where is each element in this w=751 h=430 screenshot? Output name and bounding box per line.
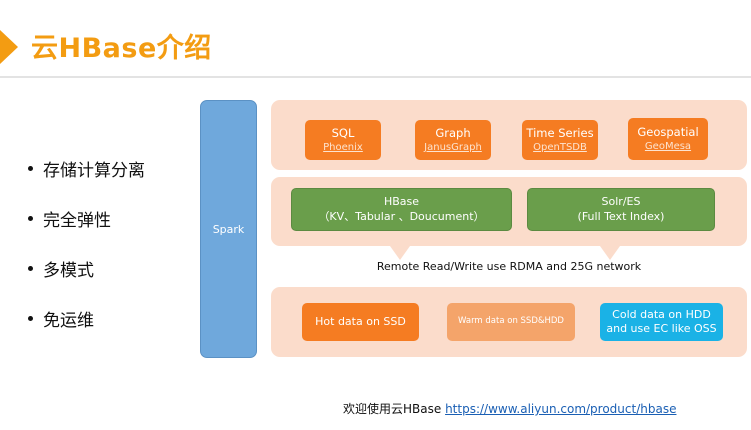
bullet-text: 完全弹性 xyxy=(43,210,111,231)
hot-data-box: Hot data on SSD xyxy=(302,303,419,341)
bullet-text: 存储计算分离 xyxy=(43,160,145,181)
geomesa-label: GeoMesa xyxy=(644,140,692,152)
graph-box: Graph JanusGraph xyxy=(415,120,491,160)
geospatial-box: Geospatial GeoMesa xyxy=(628,118,708,160)
graph-label: Graph xyxy=(435,126,471,141)
bullet-dot-icon xyxy=(28,165,33,171)
hot-data-label: Hot data on SSD xyxy=(315,314,406,328)
footer-text: 欢迎使用云HBase xyxy=(343,402,446,416)
janusgraph-label: JanusGraph xyxy=(424,141,482,153)
hbase-models-label: （KV、Tabular 、Doucument） xyxy=(318,209,485,223)
sql-box: SQL Phoenix xyxy=(305,120,381,160)
spark-block: Spark xyxy=(200,100,257,358)
footer: 欢迎使用云HBase https://www.aliyun.com/produc… xyxy=(343,400,676,417)
cold-data-box: Cold data on HDD and use EC like OSS xyxy=(600,303,723,341)
bullet-dot-icon xyxy=(28,265,33,271)
bullet-text: 多模式 xyxy=(43,260,94,281)
title-arrow-icon xyxy=(0,30,18,64)
geospatial-label: Geospatial xyxy=(637,125,699,140)
hbase-label: HBase xyxy=(383,195,420,209)
bullet-item: 多模式 xyxy=(28,243,198,293)
bullet-dot-icon xyxy=(28,215,33,221)
title-divider xyxy=(0,76,751,78)
time-series-label: Time Series xyxy=(526,126,594,141)
full-text-index-label: (Full Text Index) xyxy=(577,209,665,223)
bullet-item: 免运维 xyxy=(28,293,198,343)
opentsdb-label: OpenTSDB xyxy=(533,141,587,153)
cold-data-label: Cold data on HDD xyxy=(612,307,711,321)
down-arrow-icon xyxy=(390,246,410,260)
bullet-text: 免运维 xyxy=(43,310,94,331)
time-series-box: Time Series OpenTSDB xyxy=(522,120,598,160)
bullet-list: 存储计算分离 完全弹性 多模式 免运维 xyxy=(28,143,198,343)
solr-es-label: Solr/ES xyxy=(601,195,641,209)
network-label: Remote Read/Write use RDMA and 25G netwo… xyxy=(376,260,642,273)
product-link[interactable]: https://www.aliyun.com/product/hbase xyxy=(445,402,677,416)
cold-data-label-line2: and use EC like OSS xyxy=(606,322,717,335)
phoenix-label: Phoenix xyxy=(323,141,363,153)
solr-es-box: Solr/ES (Full Text Index) xyxy=(527,188,715,231)
page-title: 云HBase介绍 xyxy=(31,33,212,64)
sql-label: SQL xyxy=(331,126,355,141)
bullet-item: 完全弹性 xyxy=(28,193,198,243)
spark-label: Spark xyxy=(212,222,245,236)
hbase-box: HBase （KV、Tabular 、Doucument） xyxy=(291,188,512,231)
bullet-dot-icon xyxy=(28,315,33,321)
warm-data-label: Warm data on SSD&HDD xyxy=(458,316,564,327)
down-arrow-icon xyxy=(600,246,620,260)
bullet-item: 存储计算分离 xyxy=(28,143,198,193)
warm-data-box: Warm data on SSD&HDD xyxy=(447,303,575,341)
